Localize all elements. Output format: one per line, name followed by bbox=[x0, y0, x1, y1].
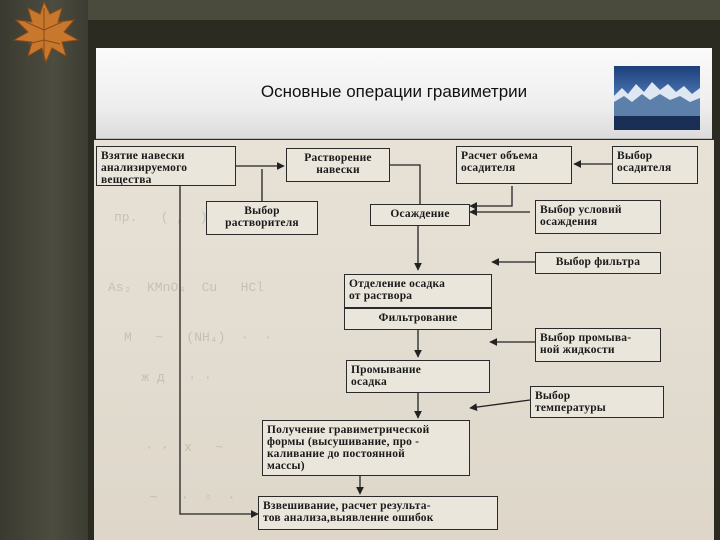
weighing-calculation-box: Взвешивание, расчет результа- тов анализ… bbox=[258, 496, 498, 530]
precipitant-choice-box: Выбор осадителя bbox=[612, 146, 698, 184]
solvent-choice-box: Выбор растворителя bbox=[206, 201, 318, 235]
filtration-label: Фильтрование bbox=[378, 312, 458, 324]
dissolution-label: Растворение навески bbox=[304, 152, 372, 176]
filtration-box: Фильтрование bbox=[344, 308, 492, 330]
washing-label: Промывание осадка bbox=[351, 364, 422, 388]
precipitation-label: Осаждение bbox=[390, 208, 450, 220]
precipitation-conditions-label: Выбор условий осаждения bbox=[540, 204, 622, 228]
separation-box: Отделение осадка от раствора bbox=[344, 274, 492, 308]
wash-liquid-box: Выбор промыва- ной жидкости bbox=[535, 328, 661, 362]
temperature-choice-box: Выбор температуры bbox=[530, 386, 664, 418]
title-box: Основные операции гравиметрии bbox=[96, 48, 712, 139]
precipitant-volume-label: Расчет объема осадителя bbox=[461, 150, 538, 174]
filter-choice-box: Выбор фильтра bbox=[535, 252, 661, 274]
dissolution-box: Растворение навески bbox=[286, 148, 390, 182]
autumn-leaf-icon bbox=[12, 0, 80, 64]
precipitation-box: Осаждение bbox=[370, 204, 470, 226]
solvent-choice-label: Выбор растворителя bbox=[225, 205, 299, 229]
left-decor-panel bbox=[0, 0, 88, 540]
sample-taking-box: Взятие навески анализируемого вещества bbox=[96, 146, 236, 186]
precipitation-conditions-box: Выбор условий осаждения bbox=[535, 200, 661, 234]
gravimetric-form-box: Получение гравиметрической формы (высуши… bbox=[262, 420, 470, 476]
precipitant-choice-label: Выбор осадителя bbox=[617, 150, 672, 174]
sample-taking-label: Взятие навески анализируемого вещества bbox=[101, 150, 188, 186]
top-decor-strip bbox=[88, 0, 720, 20]
gravimetric-form-label: Получение гравиметрической формы (высуши… bbox=[267, 424, 430, 472]
weighing-calculation-label: Взвешивание, расчет результа- тов анализ… bbox=[263, 500, 434, 524]
washing-box: Промывание осадка bbox=[346, 360, 490, 393]
wash-liquid-label: Выбор промыва- ной жидкости bbox=[540, 332, 632, 356]
temperature-choice-label: Выбор температуры bbox=[535, 390, 606, 414]
precipitant-volume-box: Расчет объема осадителя bbox=[456, 146, 572, 184]
snowy-forest-image bbox=[614, 66, 700, 130]
slide-title: Основные операции гравиметрии bbox=[260, 82, 528, 101]
separation-label: Отделение осадка от раствора bbox=[349, 278, 446, 302]
filter-choice-label: Выбор фильтра bbox=[555, 256, 641, 268]
